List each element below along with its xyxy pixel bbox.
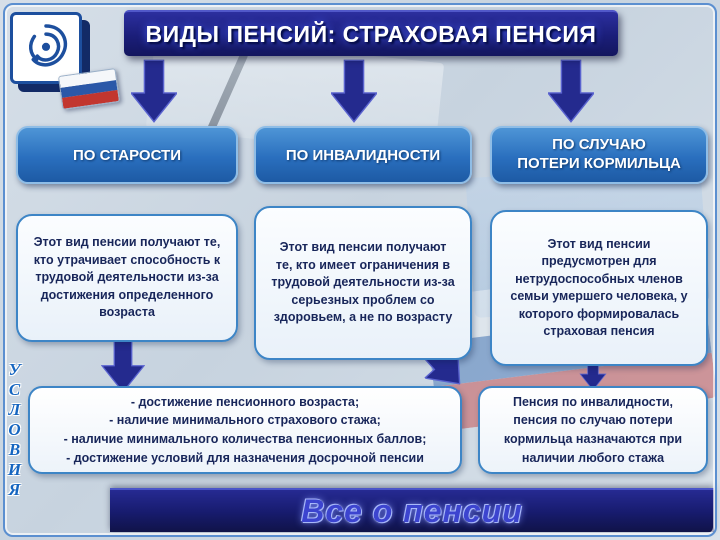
arrow-down-icon	[131, 59, 177, 123]
header-disability: ПО ИНВАЛИДНОСТИ	[254, 126, 472, 184]
header-loss-line1: ПО СЛУЧАЮ	[552, 136, 646, 154]
condition-line: - достижение условий для назначения доср…	[66, 450, 424, 465]
conditions-other-text: Пенсия по инвалидности, пенсия по случаю…	[503, 394, 683, 465]
header-loss-line2: ПОТЕРИ КОРМИЛЬЦА	[517, 155, 681, 172]
footer-banner: Все о пенсии	[110, 488, 714, 532]
arrow-down-icon	[548, 59, 594, 123]
conditions-side-label: УСЛОВИЯ	[5, 360, 24, 500]
condition-line: - достижение пенсионного возраста;	[130, 394, 360, 409]
title-banner: ВИДЫ ПЕНСИЙ: СТРАХОВАЯ ПЕНСИЯ	[124, 10, 618, 56]
arrow-down-icon	[101, 336, 145, 392]
description-disability: Этот вид пенсии получают те, кто имеет о…	[254, 206, 472, 360]
conditions-other-box: Пенсия по инвалидности, пенсия по случаю…	[478, 386, 708, 474]
header-old-age: ПО СТАРОСТИ	[16, 126, 238, 184]
description-old-age: Этот вид пенсии получают те, кто утрачив…	[16, 214, 238, 342]
russian-flag-icon	[57, 68, 121, 110]
condition-line: - наличие минимального количества пенсио…	[63, 432, 427, 446]
arrow-down-icon	[331, 59, 377, 123]
pfr-emblem-icon	[10, 12, 82, 84]
pfr-logo	[8, 10, 121, 110]
condition-line: - наличие минимального страхового стажа;	[109, 413, 381, 428]
footer-title: Все о пенсии	[301, 492, 523, 529]
description-loss-of-breadwinner: Этот вид пенсии предусмотрен для нетрудо…	[490, 210, 708, 366]
description-old-age-text: Этот вид пенсии получают те, кто утрачив…	[33, 235, 221, 320]
page-title: ВИДЫ ПЕНСИЙ: СТРАХОВАЯ ПЕНСИЯ	[145, 20, 597, 47]
pfr-emblem-swirl	[29, 24, 68, 67]
description-loss-text: Этот вид пенсии предусмотрен для нетрудо…	[510, 236, 688, 339]
header-disability-label: ПО ИНВАЛИДНОСТИ	[285, 146, 441, 164]
header-old-age-label: ПО СТАРОСТИ	[72, 146, 181, 164]
header-loss-of-breadwinner: ПО СЛУЧАЮ ПОТЕРИ КОРМИЛЬЦА	[490, 126, 708, 184]
description-disability-text: Этот вид пенсии получают те, кто имеет о…	[271, 240, 455, 325]
conditions-old-age-box: - достижение пенсионного возраста; - нал…	[28, 386, 462, 474]
